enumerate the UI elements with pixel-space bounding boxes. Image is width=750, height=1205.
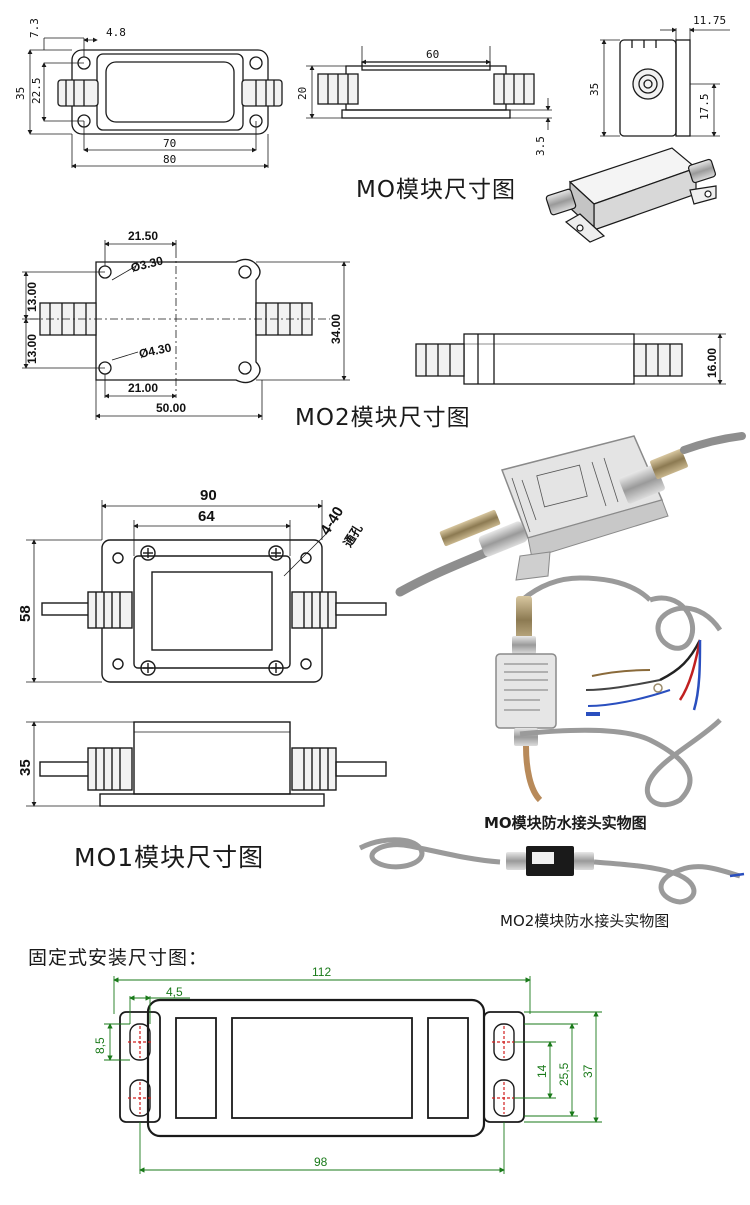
mo1-side-view bbox=[26, 721, 387, 807]
mo2-photo-caption: MO2模块防水接头实物图 bbox=[500, 912, 670, 930]
mo-dim-60: 60 bbox=[426, 48, 439, 61]
mo1-dim-64: 64 bbox=[198, 508, 215, 525]
fixed-dimension-lines bbox=[104, 976, 602, 1174]
mo2-dim-hole-3-30: Ø3.30 bbox=[129, 253, 164, 275]
fixed-dim-112: 112 bbox=[312, 965, 331, 979]
fixed-dim-14: 14 bbox=[535, 1064, 549, 1078]
fixed-dim-98: 98 bbox=[314, 1155, 328, 1169]
mo-dim-20: 20 bbox=[296, 87, 309, 100]
mo2-top-view bbox=[22, 240, 350, 420]
fixed-mount-drawing bbox=[104, 976, 602, 1174]
mo-dim-80: 80 bbox=[163, 153, 176, 166]
fixed-mount-title: 固定式安装尺寸图： bbox=[28, 947, 209, 969]
fixed-dim-37: 37 bbox=[581, 1064, 595, 1078]
fixed-dim-25-5: 25,5 bbox=[557, 1062, 571, 1086]
mo2-dim-21-00: 21.00 bbox=[128, 381, 158, 395]
fixed-dim-4-5: 4,5 bbox=[166, 985, 183, 999]
mo-dim-22-5: 22.5 bbox=[30, 78, 43, 105]
mo-photo-sensor-cable bbox=[495, 575, 723, 808]
mo2-dim-34: 34.00 bbox=[329, 314, 343, 344]
mo2-dim-hole-4-30: Ø4.30 bbox=[138, 340, 173, 361]
mo-dim-11-75: 11.75 bbox=[693, 14, 726, 27]
mo-dim-70: 70 bbox=[163, 137, 176, 150]
mo-dim-3-5: 3.5 bbox=[534, 136, 547, 156]
mo2-dim-13-bottom: 13.00 bbox=[25, 334, 39, 364]
mo1-dim-90: 90 bbox=[200, 487, 217, 504]
mo2-module-title: MO2模块尺寸图 bbox=[295, 405, 471, 431]
mo-module-title: MO模块尺寸图 bbox=[356, 177, 516, 203]
fixed-dim-8-5: 8,5 bbox=[93, 1037, 107, 1054]
mo-isometric-image bbox=[545, 147, 717, 243]
mo-dim-4-8: 4.8 bbox=[106, 26, 126, 39]
mo-dim-35: 35 bbox=[14, 87, 27, 100]
mo2-side-view bbox=[415, 333, 726, 385]
mo-top-view bbox=[27, 37, 283, 169]
mo-dim-7-3: 7.3 bbox=[28, 18, 41, 38]
mo1-dim-35: 35 bbox=[17, 759, 34, 776]
mo2-photo-long-cable bbox=[358, 837, 745, 905]
mo1-dim-4-40: 4-40 bbox=[317, 504, 347, 538]
fixed-hole-centerlines bbox=[128, 1026, 516, 1114]
mo2-dim-13-top: 13.00 bbox=[25, 282, 39, 312]
mo2-dim-21-50: 21.50 bbox=[128, 229, 158, 243]
mo2-dim-50: 50.00 bbox=[156, 401, 186, 415]
mo1-top-view bbox=[26, 500, 387, 683]
mo-photo-caption: MO模块防水接头实物图 bbox=[484, 814, 647, 832]
mo2-dim-16: 16.00 bbox=[705, 348, 719, 378]
mo-side-view bbox=[600, 27, 730, 137]
mo-front-view bbox=[306, 46, 552, 130]
mo1-dim-58: 58 bbox=[17, 605, 34, 622]
mo1-module-title: MO1模块尺寸图 bbox=[74, 843, 265, 872]
mo1-hole-label: 通孔 bbox=[340, 521, 365, 549]
mo-dim-35-side: 35 bbox=[588, 83, 601, 96]
mo-photo-sensor-large bbox=[395, 432, 746, 597]
mo-dim-17-5: 17.5 bbox=[698, 94, 711, 121]
